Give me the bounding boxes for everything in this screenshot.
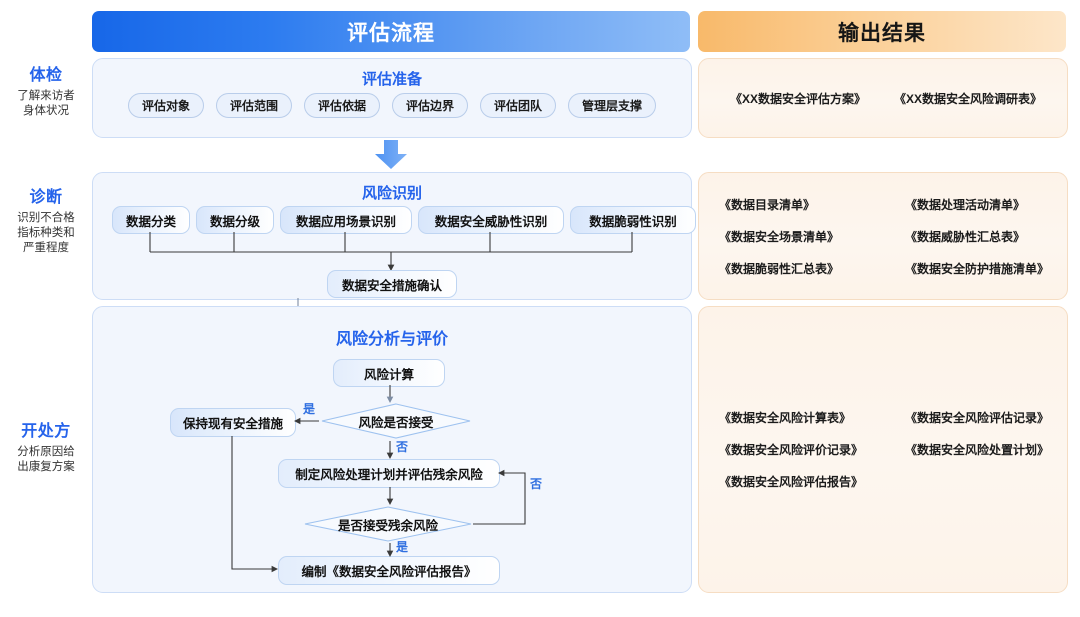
edge-label-no-1: 否	[396, 440, 409, 454]
pill-item[interactable]: 评估范围	[215, 93, 292, 118]
output-panel-1: 《XX数据安全评估方案》 《XX数据安全风险调研表》	[698, 58, 1068, 138]
stage-title: 诊断	[29, 189, 63, 206]
stage-label-2: 诊断 识别不合格 指标种类和 严重程度	[0, 188, 92, 256]
output-panel-2: 《数据目录清单》 《数据处理活动清单》 《数据安全场景清单》 《数据威胁性汇总表…	[698, 172, 1068, 300]
node-data-classification[interactable]: 数据分类	[112, 206, 190, 234]
edge-label-yes-1: 是	[303, 402, 316, 416]
pill-item[interactable]: 管理层支撑	[568, 93, 657, 118]
stage-label-1: 体检 了解来访者 身体状况	[0, 66, 92, 119]
node-risk-calculation[interactable]: 风险计算	[333, 359, 445, 387]
panel1-title: 评估准备	[361, 71, 422, 88]
output-item: 《XX数据安全风险调研表》	[893, 91, 1042, 106]
node-security-measure-confirm[interactable]: 数据安全措施确认	[327, 270, 457, 298]
pill-item[interactable]: 评估团队	[480, 93, 557, 118]
output-item-spacer	[883, 473, 1053, 490]
pill-item[interactable]: 评估对象	[127, 93, 204, 118]
decision-risk-accepted[interactable]: 风险是否接受	[321, 403, 471, 439]
output-item: 《数据安全风险评估记录》	[905, 411, 1050, 425]
stage-label-3: 开处方 分析原因给 出康复方案	[0, 422, 92, 475]
output-panel-3: 《数据安全风险计算表》 《数据安全风险评估记录》 《数据安全风险评价记录》 《数…	[698, 306, 1068, 593]
panel3-connectors	[231, 385, 526, 573]
output-list-3: 《数据安全风险计算表》 《数据安全风险评估记录》 《数据安全风险评价记录》 《数…	[713, 307, 1053, 592]
decision-residual-risk-accepted[interactable]: 是否接受残余风险	[304, 506, 472, 542]
stage-desc: 了解来访者 身体状况	[17, 90, 75, 117]
pill-item[interactable]: 评估依据	[303, 93, 380, 118]
header-process-label: 评估流程	[347, 21, 435, 45]
node-application-scenario[interactable]: 数据应用场景识别	[280, 206, 412, 234]
node-vulnerability-identification[interactable]: 数据脆弱性识别	[570, 206, 696, 234]
down-arrow-icon	[375, 140, 407, 169]
output-item: 《数据安全风险评估报告》	[719, 475, 864, 489]
panel-assessment-preparation: 评估准备 评估对象 评估范围 评估依据 评估边界 评估团队 管理层支撑	[92, 58, 692, 138]
output-item: 《数据脆弱性汇总表》	[719, 261, 840, 276]
output-item: 《数据安全场景清单》	[719, 229, 840, 244]
panel3-title: 风险分析与评价	[335, 331, 448, 348]
edge-label-yes-2: 是	[396, 540, 409, 554]
panel-risk-analysis-evaluation: 风险分析与评价 风险计算 风险是否接受 保持现有安全措施 制定风险处理计划并评估…	[92, 306, 692, 593]
node-compile-report[interactable]: 编制《数据安全风险评估报告》	[278, 556, 500, 585]
preparation-pill-row: 评估对象 评估范围 评估依据 评估边界 评估团队 管理层支撑	[93, 93, 691, 118]
output-item: 《数据处理活动清单》	[905, 197, 1026, 212]
header-process: 评估流程	[92, 11, 690, 52]
decision-risk-accepted-label: 风险是否接受	[358, 415, 434, 430]
header-output: 输出结果	[698, 11, 1066, 52]
output-item: 《数据安全风险计算表》	[719, 411, 852, 425]
output-item: 《数据威胁性汇总表》	[905, 229, 1026, 244]
stage-desc: 识别不合格 指标种类和 严重程度	[17, 212, 75, 254]
stage-desc: 分析原因给 出康复方案	[17, 446, 75, 473]
panel2-title: 风险识别	[361, 185, 422, 202]
panel-risk-identification: 风险识别 数据分类 数据分级 数据应用场景识别 数据安全威胁性识别 数据脆弱性识…	[92, 172, 696, 300]
node-risk-treatment-plan[interactable]: 制定风险处理计划并评估残余风险	[278, 459, 500, 488]
stage-title: 开处方	[21, 423, 71, 440]
output-list-2: 《数据目录清单》 《数据处理活动清单》 《数据安全场景清单》 《数据威胁性汇总表…	[713, 173, 1053, 299]
edge-label-no-2: 否	[530, 477, 543, 491]
decision-residual-risk-label: 是否接受残余风险	[337, 518, 438, 533]
output-item: 《数据目录清单》	[719, 197, 816, 212]
output-item: 《XX数据安全评估方案》	[729, 91, 866, 106]
output-item: 《数据安全防护措施清单》	[905, 261, 1050, 276]
output-item: 《数据安全风险评价记录》	[719, 443, 864, 457]
pill-item[interactable]: 评估边界	[392, 93, 469, 118]
node-keep-existing-measures[interactable]: 保持现有安全措施	[170, 408, 296, 437]
output-item: 《数据安全风险处置计划》	[905, 443, 1050, 457]
stage-title: 体检	[29, 67, 63, 84]
node-threat-identification[interactable]: 数据安全威胁性识别	[418, 206, 564, 234]
node-data-grading[interactable]: 数据分级	[196, 206, 274, 234]
header-output-label: 输出结果	[838, 21, 926, 45]
output-list-1: 《XX数据安全评估方案》 《XX数据安全风险调研表》	[713, 59, 1053, 137]
